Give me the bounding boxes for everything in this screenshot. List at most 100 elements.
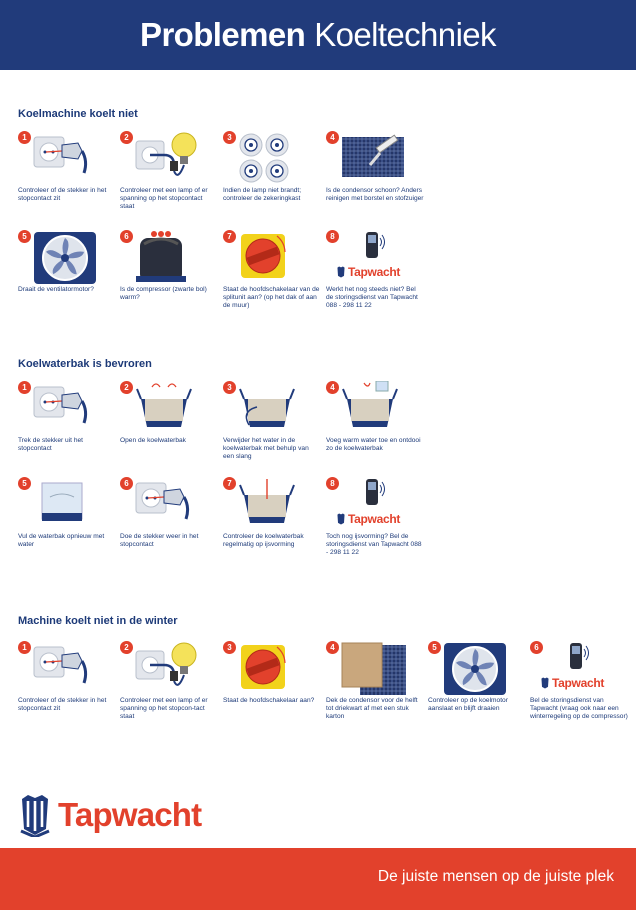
step-illustration: 6 (120, 477, 218, 533)
instruction-step: 2 Controleer met een lamp of er spanning… (120, 641, 218, 721)
step-number-badge: 2 (120, 641, 133, 654)
instruction-step: 7 Staat de hoofdschakelaar van de splitu… (223, 230, 321, 310)
instruction-step: 2 Controleer met een lamp of er spanning… (120, 131, 218, 211)
fill-tank-icon (32, 477, 92, 532)
instruction-step: 3 Staat de hoofdschakelaar aan? (223, 641, 321, 705)
step-illustration: 1 (18, 381, 116, 437)
step-number-badge: 3 (223, 381, 236, 394)
section-title: Koelmachine koelt niet (18, 108, 138, 120)
step-caption: Draait de ventilatormotor? (18, 286, 94, 293)
step-number-badge: 8 (326, 230, 339, 243)
phone-icon: Tapwacht (336, 230, 400, 279)
plug-socket-icon (32, 381, 92, 430)
step-number-badge: 3 (223, 131, 236, 144)
tapwacht-logo: Tapwacht (540, 676, 604, 690)
tapwacht-wordmark: Tapwacht (348, 265, 401, 279)
step-caption: Controleer of de stekker in het stopcont… (18, 187, 107, 202)
phone-icon: Tapwacht (336, 477, 400, 526)
plug-socket-icon (134, 477, 194, 526)
step-caption: Is de compressor (zwarte bol) warm? (120, 286, 207, 301)
instruction-step: 3 Verwijder het water in de koelwaterbak… (223, 381, 321, 461)
instruction-step: 6 Doe de stekker weer in het stopcontact (120, 477, 218, 549)
instruction-step: 4 Is de condensor schoon? Anders reinige… (326, 131, 424, 203)
tapwacht-wordmark: Tapwacht (552, 676, 605, 690)
brand-logo: Tapwacht (18, 793, 202, 837)
step-caption: Toch nog ijsvorming? Bel de storingsdien… (326, 533, 422, 556)
fan-icon (442, 641, 508, 702)
step-illustration: 3 (223, 131, 321, 187)
step-number-badge: 5 (18, 230, 31, 243)
tapwacht-wordmark: Tapwacht (348, 512, 401, 526)
page-header: Problemen Koeltechniek (0, 0, 636, 70)
step-illustration: 5 (18, 230, 116, 286)
instruction-step: 5 Controleer op de koelmotor aanslaat en… (428, 641, 526, 713)
step-caption: Controleer met een lamp of er spanning o… (120, 187, 208, 210)
fuses-icon (237, 131, 293, 192)
tapwacht-logo: Tapwacht (336, 265, 400, 279)
step-illustration: 7 (223, 477, 321, 533)
step-caption: Controleer met een lamp of er spanning o… (120, 697, 208, 720)
instruction-step: 1 Controleer of de stekker in het stopco… (18, 131, 116, 203)
lamp-socket-icon (134, 641, 200, 698)
pour-water-icon (340, 380, 400, 436)
step-number-badge: 1 (18, 131, 31, 144)
step-caption: Voeg warm water toe en ontdooi zo de koe… (326, 437, 421, 452)
plug-socket-icon (32, 641, 92, 690)
step-illustration: 3 (223, 641, 321, 697)
compressor-icon (134, 230, 188, 291)
instruction-step: 1 Trek de stekker uit het stopcontact (18, 381, 116, 453)
cardboard-condenser-icon (340, 641, 410, 702)
step-caption: Controleer of de stekker in het stopcont… (18, 697, 107, 712)
instruction-step: 5 Draait de ventilatormotor? (18, 230, 116, 294)
check-tank-icon (237, 477, 297, 532)
open-tank-icon (134, 381, 194, 436)
step-illustration: 4 (326, 131, 424, 187)
step-caption: Trek de stekker uit het stopcontact (18, 437, 83, 452)
page-footer: De juiste mensen op de juiste plek (0, 848, 636, 910)
instruction-step: 4 Dek de condensor voor de helft tot dri… (326, 641, 424, 721)
step-number-badge: 4 (326, 131, 339, 144)
step-number-badge: 1 (18, 641, 31, 654)
step-caption: Vul de waterbak opnieuw met water (18, 533, 105, 548)
step-caption: Open de koelwaterbak (120, 437, 186, 444)
step-caption: Werkt het nog steeds niet? Bel de storin… (326, 286, 418, 309)
brand-name: Tapwacht (58, 796, 202, 833)
page-title-bold: Problemen (140, 16, 306, 53)
step-number-badge: 5 (428, 641, 441, 654)
step-number-badge: 4 (326, 641, 339, 654)
tapwacht-logo: Tapwacht (336, 512, 400, 526)
step-illustration: 7 (223, 230, 321, 286)
section-title: Koelwaterbak is bevroren (18, 358, 152, 370)
step-number-badge: 3 (223, 641, 236, 654)
step-illustration: 2 (120, 381, 218, 437)
plug-socket-icon (32, 131, 92, 180)
step-illustration: 3 (223, 381, 321, 437)
step-illustration: 5 (18, 477, 116, 533)
step-caption: Is de condensor schoon? Anders reinigen … (326, 187, 424, 202)
step-illustration: 4 (326, 380, 424, 437)
step-illustration: 8 Tapwacht (326, 230, 424, 286)
step-caption: Controleer op de koelmotor aanslaat en b… (428, 697, 508, 712)
instruction-step: 4 Voeg warm water toe en ontdooi zo de k… (326, 380, 424, 453)
step-number-badge: 2 (120, 381, 133, 394)
step-caption: Staat de hoofdschakelaar van de splituni… (223, 286, 320, 309)
step-number-badge: 5 (18, 477, 31, 490)
instruction-step: 3 Indien de lamp niet brandt; controleer… (223, 131, 321, 203)
step-illustration: 8 Tapwacht (326, 477, 424, 533)
condenser-brush-icon (340, 131, 410, 186)
step-illustration: 2 (120, 641, 218, 697)
page-title-light: Koeltechniek (314, 16, 496, 53)
step-illustration: 1 (18, 131, 116, 187)
phone-icon: Tapwacht (540, 641, 604, 690)
fan-icon (32, 230, 98, 291)
step-number-badge: 6 (530, 641, 543, 654)
instruction-step: 7 Controleer de koelwaterbak regelmatig … (223, 477, 321, 549)
step-number-badge: 6 (120, 477, 133, 490)
drain-tank-icon (237, 381, 297, 436)
tapwacht-crest-icon (337, 513, 345, 525)
step-illustration: 2 (120, 131, 218, 187)
step-caption: Indien de lamp niet brandt; controleer d… (223, 187, 302, 202)
